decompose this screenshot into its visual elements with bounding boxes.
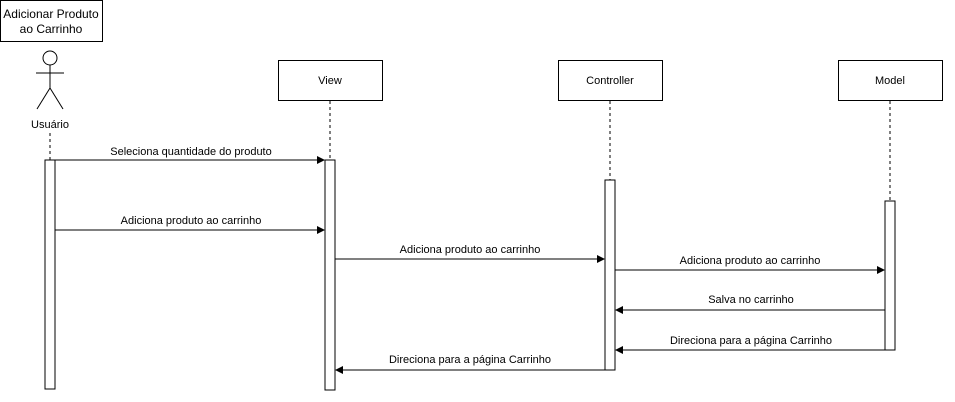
message-2-label: Adiciona produto ao carrinho [121,215,262,227]
actor-label: Usuário [31,119,69,131]
participant-controller: Controller [558,60,663,101]
message-2: Adiciona produto ao carrinho [55,214,325,234]
participant-view: View [278,60,383,101]
stick-figure-icon [36,50,64,110]
activation-model [884,200,896,351]
message-3: Adiciona produto ao carrinho [335,243,605,263]
participant-controller-label: Controller [586,75,634,87]
message-4-label: Adiciona produto ao carrinho [680,255,821,267]
participant-view-label: View [318,75,342,87]
message-4: Adiciona produto ao carrinho [615,254,885,274]
message-5-label: Salva no carrinho [708,294,794,306]
diagram-title-box: Adicionar Produto ao Carrinho [0,0,103,42]
message-7: Direciona para a página Carrinho [335,353,605,374]
message-1-label: Seleciona quantidade do produto [110,146,271,158]
message-1: Seleciona quantidade do produto [55,145,325,164]
diagram-title-line-2: ao Carrinho [20,22,83,36]
message-5: Salva no carrinho [615,293,885,314]
participant-model: Model [838,60,943,101]
participant-model-label: Model [875,75,905,87]
diagram-title-line-1: Adicionar Produto [3,7,99,21]
activation-usuario [44,159,56,390]
message-6-label: Direciona para a página Carrinho [670,335,832,347]
message-3-label: Adiciona produto ao carrinho [400,244,541,256]
actor-usuario: Usuário [31,50,69,131]
activation-view [324,159,336,391]
activation-controller [604,179,616,371]
message-6: Direciona para a página Carrinho [615,334,885,354]
message-7-label: Direciona para a página Carrinho [389,354,551,366]
